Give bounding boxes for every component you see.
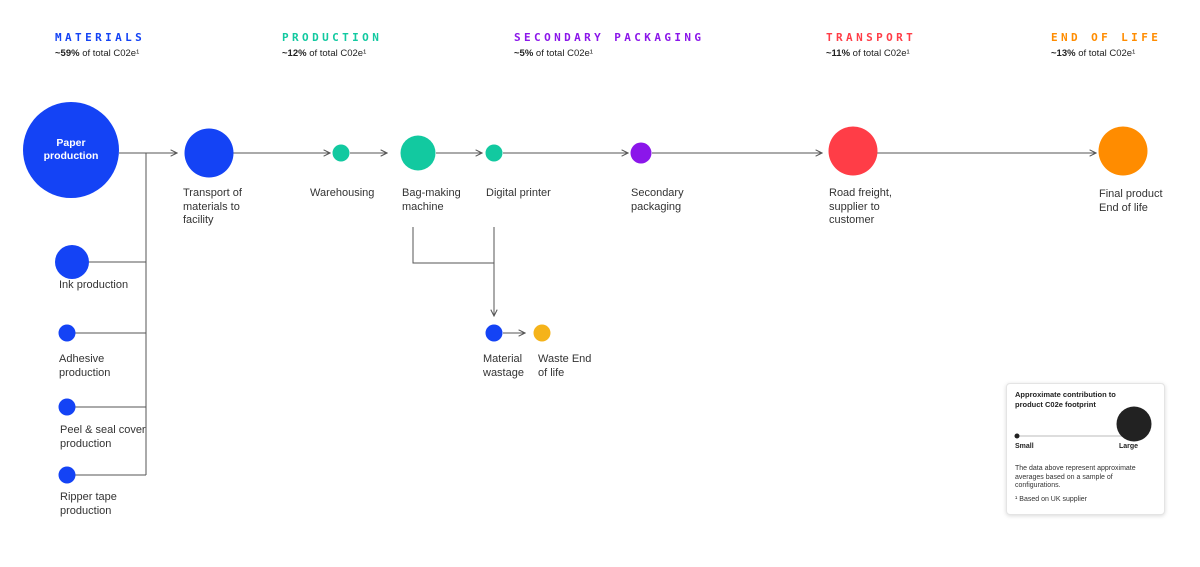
peel-seal-production-label: Peel & seal cover production: [60, 424, 146, 450]
road-freight-node: [828, 126, 878, 176]
stage-transport: TRANSPORT ~11% of total C02e¹: [826, 31, 916, 59]
stage-title: END OF LIFE: [1051, 31, 1162, 44]
legend-footnote: ¹ Based on UK supplier: [1015, 496, 1087, 503]
legend-title: Approximate contribution to product C02e…: [1015, 390, 1116, 409]
legend-note: The data above represent approximate ave…: [1015, 465, 1136, 489]
adhesive-production-node: [58, 324, 76, 342]
bag-making-label: Bag-making machine: [402, 187, 461, 213]
ink-production-label: Ink production: [59, 279, 129, 291]
digital-printer-label: Digital printer: [486, 187, 551, 199]
stage-title: TRANSPORT: [826, 31, 917, 44]
legend-small-label: Small: [1015, 443, 1034, 450]
peel-seal-production-node: [58, 398, 76, 416]
paper-production-label: Paper production: [43, 137, 99, 162]
stage-secondary-packaging: SECONDARY PACKAGING ~5% of total C02e¹: [514, 31, 704, 59]
stage-share: ~12% of total C02e¹: [282, 48, 367, 59]
warehousing-label: Warehousing: [310, 187, 375, 199]
bag-making-node: [400, 135, 436, 171]
warehousing-node: [332, 144, 350, 162]
legend-box: Approximate contribution to product C02e…: [1006, 383, 1165, 515]
stage-production: PRODUCTION ~12% of total C02e¹: [282, 31, 382, 59]
legend-large-label: Large: [1119, 443, 1139, 450]
legend-small-dot: [1014, 433, 1020, 439]
waste-node: [533, 324, 551, 342]
flow-lines: [75, 153, 1096, 476]
flow-line-bagmaking-waste: [412, 227, 494, 264]
stage-share: ~11% of total C02e¹: [826, 48, 910, 59]
legend-large-dot: [1116, 406, 1152, 442]
transport-materials-node: [184, 128, 234, 178]
stage-title: SECONDARY PACKAGING: [514, 31, 705, 44]
stage-share: ~5% of total C02e¹: [514, 48, 593, 59]
stage-title: PRODUCTION: [282, 31, 383, 44]
waste-label: Waste End of life: [538, 353, 592, 379]
stage-share: ~13% of total C02e¹: [1051, 48, 1136, 59]
legend-scale-svg: [1014, 406, 1152, 442]
transport-materials-label: Transport of materials to facility: [183, 187, 242, 226]
stage-end-of-life: END OF LIFE ~13% of total C02e¹: [1051, 31, 1161, 59]
node-circles: [23, 102, 1148, 484]
stage-share: ~59% of total C02e¹: [55, 48, 140, 59]
material-wastage-label: Material wastage: [483, 353, 524, 379]
final-product-node: [1098, 126, 1148, 176]
ripper-tape-production-label: Ripper tape production: [60, 491, 117, 517]
stage-materials: MATERIALS ~59% of total C02e¹: [55, 31, 145, 59]
final-product-label: Final product End of life: [1099, 188, 1163, 214]
adhesive-production-label: Adhesive production: [59, 353, 111, 379]
stage-title: MATERIALS: [55, 31, 146, 44]
digital-printer-node: [485, 144, 503, 162]
paper-production-node: [23, 102, 119, 198]
ink-production-node: [55, 245, 89, 279]
secondary-packaging-label: Secondary packaging: [631, 187, 684, 213]
secondary-packaging-node: [630, 142, 652, 164]
ripper-tape-production-node: [58, 466, 76, 484]
road-freight-label: Road freight, supplier to customer: [829, 187, 892, 226]
material-wastage-node: [485, 324, 503, 342]
